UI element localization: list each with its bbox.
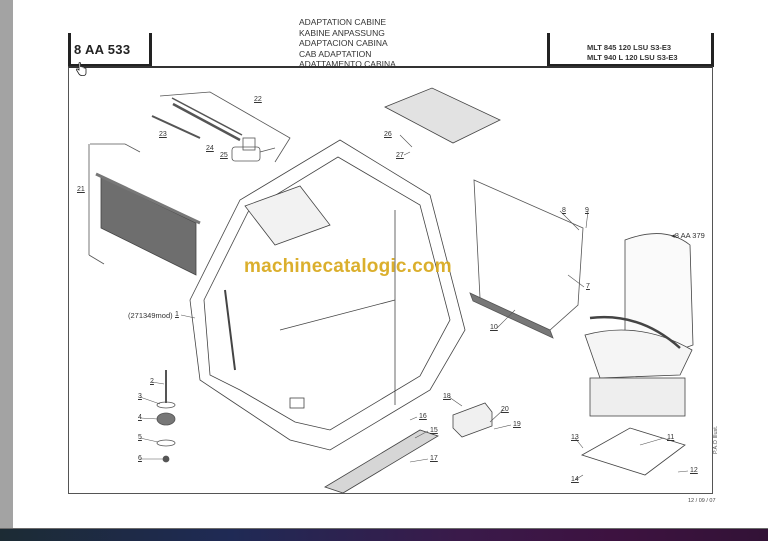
callout-16: 16 bbox=[419, 413, 427, 420]
callout-9: 9 bbox=[585, 207, 589, 214]
callout-23: 23 bbox=[159, 131, 167, 138]
callout-2: 2 bbox=[150, 378, 154, 385]
callout-6: 6 bbox=[138, 455, 142, 462]
callout-27: 27 bbox=[396, 152, 404, 159]
cross-reference-code: 8 AA 379 bbox=[674, 231, 705, 240]
page-titles: ADAPTATION CABINE KABINE ANPASSUNG ADAPT… bbox=[299, 17, 396, 70]
callout-20: 20 bbox=[501, 406, 509, 413]
leader-lines bbox=[139, 134, 689, 481]
operator-seat-icon bbox=[584, 233, 694, 417]
callout-13: 13 bbox=[571, 434, 579, 441]
title-en: CAB ADAPTATION bbox=[299, 48, 372, 59]
drawing-frame bbox=[68, 66, 713, 494]
blind-bracket-top bbox=[90, 143, 141, 153]
seal-strip-icon bbox=[469, 292, 554, 339]
mount-stack-icon bbox=[156, 370, 176, 463]
callout-14: 14 bbox=[571, 476, 579, 483]
callout-19: 19 bbox=[513, 421, 521, 428]
revision-date: 12 / 09 / 07 bbox=[688, 498, 716, 504]
callout-5: 5 bbox=[138, 434, 142, 441]
watermark: machinecatalogic.com bbox=[244, 256, 452, 277]
title-de: KABINE ANPASSUNG bbox=[299, 27, 385, 38]
seat-plate-icon bbox=[581, 427, 686, 476]
model-2: MLT 940 L 120 LSU S3-E3 bbox=[587, 52, 678, 62]
model-1: MLT 845 120 LSU S3-E3 bbox=[587, 43, 672, 52]
model-list: MLT 845 120 LSU S3-E3 MLT 940 L 120 LSU … bbox=[587, 43, 678, 62]
callout-11: 11 bbox=[667, 434, 675, 441]
cab-body-icon bbox=[189, 139, 466, 451]
hand-cursor-icon bbox=[75, 62, 87, 76]
page-code-box bbox=[68, 33, 152, 67]
cab-reference: (271349mod) bbox=[128, 311, 173, 320]
title-fr: ADAPTATION CABINE bbox=[299, 17, 387, 27]
illustration-note: P.A.O Illust. bbox=[713, 425, 719, 454]
step-plate-icon bbox=[324, 429, 439, 494]
title-es: ADAPTACION CABINA bbox=[299, 38, 388, 48]
page-code: 8 AA 533 bbox=[74, 42, 131, 57]
title-it: ADATTAMENTO CABINA bbox=[299, 59, 396, 69]
callout-26: 26 bbox=[384, 131, 392, 138]
callout-3: 3 bbox=[138, 393, 142, 400]
callout-7: 7 bbox=[586, 283, 590, 290]
callout-12: 12 bbox=[690, 467, 698, 474]
callout-21: 21 bbox=[77, 186, 85, 193]
callout-22: 22 bbox=[254, 96, 262, 103]
callout-8: 8 bbox=[562, 207, 566, 214]
os-taskbar bbox=[0, 528, 768, 541]
sun-blind-icon bbox=[100, 176, 197, 276]
callout-17: 17 bbox=[430, 455, 438, 462]
wiper-group-bracket bbox=[159, 91, 291, 163]
callout-10: 10 bbox=[490, 324, 498, 331]
roof-blind-icon bbox=[384, 87, 501, 144]
models-box bbox=[547, 33, 714, 67]
callout-15: 15 bbox=[430, 427, 438, 434]
callout-1: 1 bbox=[175, 311, 179, 318]
wiper-motor-icon bbox=[231, 137, 276, 162]
callout-4: 4 bbox=[138, 414, 142, 421]
callout-25: 25 bbox=[220, 152, 228, 159]
callout-18: 18 bbox=[443, 393, 451, 400]
wiper-arm-icon bbox=[151, 97, 243, 142]
rear-panel-icon bbox=[473, 179, 584, 331]
cross-reference-link[interactable]: ◂8 AA 379 bbox=[671, 231, 705, 240]
box-cover-icon bbox=[452, 402, 493, 438]
callout-24: 24 bbox=[206, 145, 214, 152]
